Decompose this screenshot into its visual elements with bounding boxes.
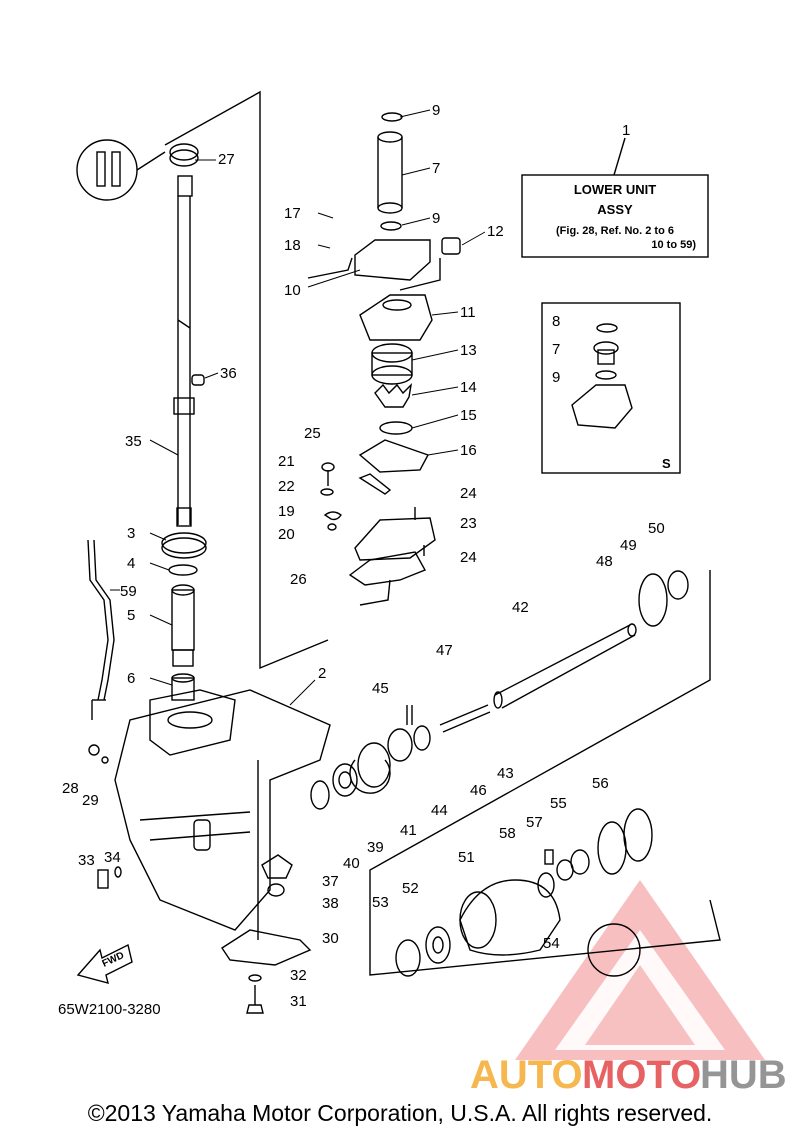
shaft-bearing-stack: [161, 532, 207, 701]
assy-box-leader: [613, 137, 626, 176]
drive-shaft: [169, 143, 205, 527]
callout-46: 46: [470, 782, 487, 799]
callout-40: 40: [343, 855, 360, 872]
callout-36: 36: [220, 365, 237, 382]
propeller-housing-group: [395, 808, 653, 977]
callout-33: 33: [78, 852, 95, 869]
part-code: 65W2100-3280: [58, 1001, 161, 1018]
callout-2: 2: [318, 665, 326, 682]
propeller-shaft-group: [310, 570, 689, 810]
assy-line-2: ASSY: [597, 202, 633, 217]
inset-marker-s: S: [662, 456, 671, 471]
callout-29: 29: [82, 792, 99, 809]
assy-box-text: LOWER UNIT ASSY (Fig. 28, Ref. No. 2 to …: [556, 182, 696, 251]
fwd-arrow: FWD: [76, 943, 133, 984]
callout-6: 6: [127, 670, 135, 687]
callout-41: 41: [400, 822, 417, 839]
callout-34: 34: [104, 849, 121, 866]
inset-box-s: [541, 302, 681, 474]
callout-37: 37: [322, 873, 339, 890]
callout-50: 50: [648, 520, 665, 537]
shift-rod: [87, 539, 115, 720]
callout-42: 42: [512, 599, 529, 616]
callout-24-top: 24: [460, 485, 477, 502]
watermark-hub: HUB: [700, 1053, 787, 1097]
assy-line-3: (Fig. 28, Ref. No. 2 to 6: [556, 225, 674, 237]
callout-32: 32: [290, 967, 307, 984]
gear-and-trim-tab: [221, 760, 312, 1014]
callout-9-mid: 9: [432, 210, 440, 227]
pump-base-plate: [320, 462, 436, 586]
callout-7-inset: 7: [552, 341, 560, 358]
callout-22: 22: [278, 478, 295, 495]
callout-10: 10: [284, 282, 301, 299]
watermark-triangle-logo: [515, 880, 765, 1060]
assy-line-1: LOWER UNIT: [574, 182, 656, 197]
lower-unit-assy-box: [521, 174, 709, 258]
watermark-moto: MOTO: [582, 1053, 701, 1097]
callout-25: 25: [304, 425, 321, 442]
watermark-text: AUTO MOTO HUB: [470, 1053, 787, 1097]
lower-unit-casing: [114, 689, 331, 931]
callout-1: 1: [622, 122, 630, 139]
callout-16: 16: [460, 442, 477, 459]
callout-18: 18: [284, 237, 301, 254]
callout-11: 11: [460, 304, 476, 321]
callout-leader-lines: [110, 109, 486, 706]
callout-45: 45: [372, 680, 389, 697]
callout-9-top: 9: [432, 102, 440, 119]
callout-15: 15: [460, 407, 477, 424]
reference-bracket-lines: [164, 90, 721, 976]
copyright-notice: ©2013 Yamaha Motor Corporation, U.S.A. A…: [87, 1100, 713, 1126]
callout-26: 26: [290, 571, 307, 588]
callout-7: 7: [432, 160, 440, 177]
callout-54: 54: [543, 935, 560, 952]
callout-13: 13: [460, 342, 477, 359]
callout-30: 30: [322, 930, 339, 947]
callout-59: 59: [120, 583, 137, 600]
callout-51: 51: [458, 849, 475, 866]
callout-35: 35: [125, 433, 142, 450]
callout-24-bottom: 24: [460, 549, 477, 566]
callout-47: 47: [436, 642, 453, 659]
watermark-auto: AUTO: [470, 1053, 583, 1097]
callout-23: 23: [460, 515, 477, 532]
callout-49: 49: [620, 537, 637, 554]
callout-17: 17: [284, 205, 301, 222]
water-pump-assembly: [354, 112, 461, 473]
callout-56: 56: [592, 775, 609, 792]
callout-58: 58: [499, 825, 516, 842]
callout-labels: 1 2 3 4 5 6 7 8 9 9 10 11 12 13 14 15 16…: [62, 102, 665, 1010]
callout-53: 53: [372, 894, 389, 911]
callout-52: 52: [402, 880, 419, 897]
callout-12: 12: [487, 223, 504, 240]
callout-3: 3: [127, 525, 135, 542]
callout-20: 20: [278, 526, 295, 543]
callout-14: 14: [460, 379, 477, 396]
callout-5: 5: [127, 607, 135, 624]
callout-8: 8: [552, 313, 560, 330]
exploded-parts-diagram: 1 2 3 4 5 6 7 8 9 9 10 11 12 13 14 15 16…: [58, 90, 787, 1097]
callout-31: 31: [290, 993, 307, 1010]
callout-19: 19: [278, 503, 295, 520]
callout-57: 57: [526, 814, 543, 831]
callout-55: 55: [550, 795, 567, 812]
callout-4: 4: [127, 555, 135, 572]
small-fasteners-left: [88, 744, 122, 889]
callout-39: 39: [367, 839, 384, 856]
callout-27: 27: [218, 151, 235, 168]
callout-48: 48: [596, 553, 613, 570]
callout-21: 21: [278, 453, 295, 470]
callout-28: 28: [62, 780, 79, 797]
callout-38: 38: [322, 895, 339, 912]
callout-43: 43: [497, 765, 514, 782]
callout-44: 44: [431, 802, 448, 819]
callout-9-inset: 9: [552, 369, 560, 386]
detail-circle-27: [76, 139, 166, 201]
assy-line-4: 10 to 59): [651, 239, 696, 251]
